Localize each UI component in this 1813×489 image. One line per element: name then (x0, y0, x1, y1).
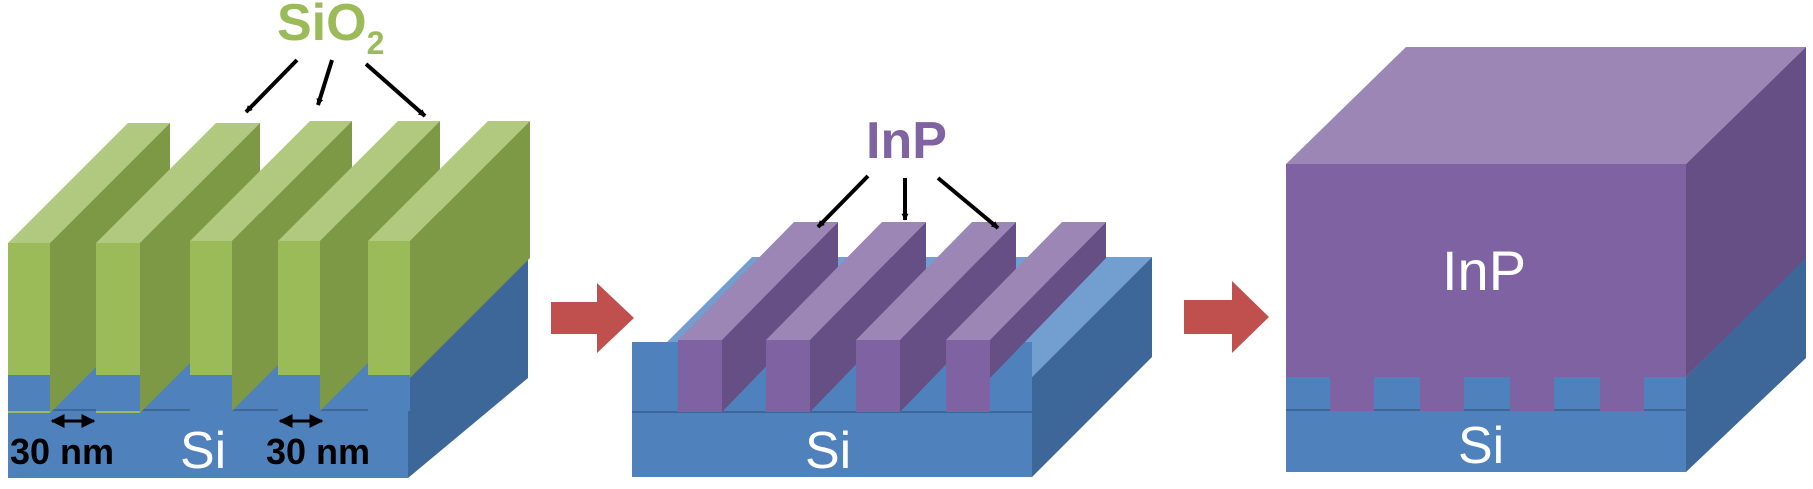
panel-inp-block: InP Si (1286, 47, 1806, 475)
process-arrow (551, 283, 634, 353)
inp-fin (678, 222, 838, 412)
pointer-arrow (816, 174, 870, 229)
si-label-2: Si (805, 422, 851, 480)
pointer-arrow (244, 58, 299, 114)
dimension-label-left: 30 nm (10, 431, 114, 472)
pointer-arrow (316, 59, 334, 106)
dimension-label-right: 30 nm (266, 431, 370, 472)
sio2-label: SiO2 (277, 0, 384, 61)
panel-inp-trenches: InP Si (632, 112, 1152, 480)
inp-fin (946, 222, 1106, 412)
pointer-arrow (936, 176, 1000, 230)
inp-top-label: InP (866, 112, 947, 170)
panel-sio2-mask: SiO2 30 nm Si 30 nm (8, 0, 530, 480)
process-arrow (1184, 281, 1269, 353)
inp-block (1286, 47, 1806, 411)
inp-fin (766, 222, 926, 412)
pointer-arrow (364, 62, 427, 118)
sio2-fin (368, 121, 530, 411)
si-label-3: Si (1458, 417, 1504, 475)
inp-fin (856, 222, 1016, 412)
inp-block-label: InP (1442, 239, 1526, 302)
si-label-1: Si (180, 422, 226, 480)
